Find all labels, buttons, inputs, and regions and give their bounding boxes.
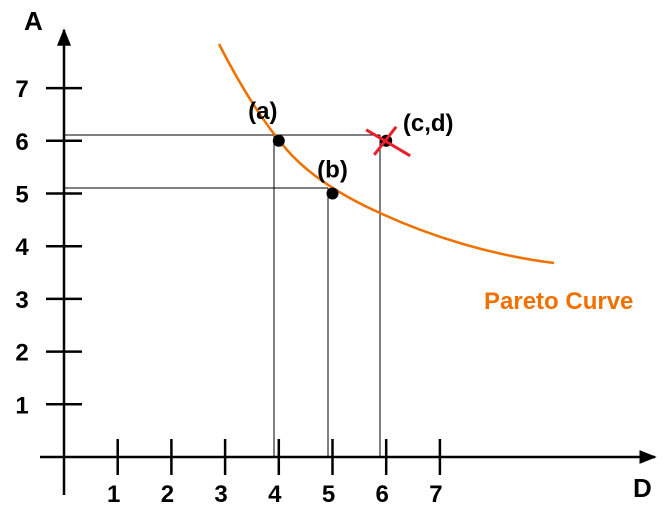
y-tick-label: 4 [15, 234, 29, 261]
cross-mark [373, 125, 398, 156]
x-ticks: 1 2 3 4 5 6 7 [107, 439, 443, 508]
y-axis-label: A [24, 6, 43, 36]
point-a-label: (a) [248, 98, 277, 125]
x-tick-label: 4 [268, 481, 282, 508]
pareto-curve-label: Pareto Curve [484, 288, 633, 315]
y-ticks: 1 2 3 4 5 6 7 [15, 76, 82, 419]
guide-lines [64, 134, 381, 457]
x-tick-label: 7 [429, 481, 442, 508]
point-b-marker [326, 187, 339, 200]
x-axis-label: D [633, 473, 652, 503]
x-tick-label: 1 [107, 481, 120, 508]
points: (a) (b) (c,d) [248, 98, 454, 200]
y-tick-label: 6 [15, 129, 28, 156]
point-b-label: (b) [317, 157, 348, 184]
y-tick-label: 7 [15, 76, 28, 103]
cross-mark [365, 128, 411, 158]
y-tick-label: 1 [15, 392, 28, 419]
x-tick-label: 2 [161, 481, 174, 508]
x-tick-label: 3 [214, 481, 227, 508]
point-cd-label: (c,d) [403, 110, 454, 137]
y-tick-label: 5 [15, 182, 28, 209]
x-tick-label: 5 [322, 481, 335, 508]
y-tick-label: 3 [15, 287, 28, 314]
y-tick-label: 2 [15, 340, 28, 367]
pareto-curve [217, 43, 555, 265]
x-tick-label: 6 [376, 481, 389, 508]
point-a-marker [272, 134, 285, 147]
